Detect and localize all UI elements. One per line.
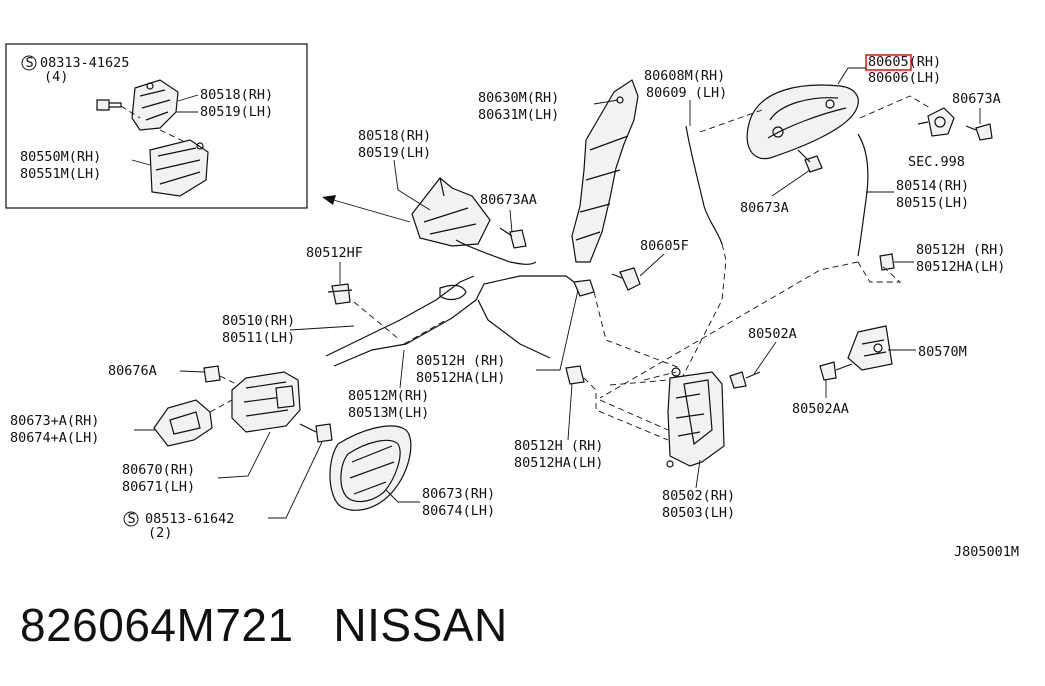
label-80513m: 80513M(LH)	[348, 405, 429, 421]
inset-label-80550m: 80550M(RH)	[20, 149, 101, 165]
screw-80502aa-part	[819, 361, 853, 381]
rod-80608m-part	[685, 125, 723, 245]
inset-pointer-arrow	[322, 195, 411, 223]
label-80510: 80510(RH)	[222, 313, 295, 329]
label-80503: 80503(LH)	[662, 505, 735, 521]
label-80605: 80605(RH)	[868, 54, 941, 70]
inset-screw-part	[96, 99, 122, 111]
screw-80673aa-part	[499, 227, 527, 249]
label-80608m: 80608M(RH)	[644, 68, 725, 84]
label-80502aa: 80502AA	[792, 401, 849, 417]
label-80674pa: 80674+A(LH)	[10, 430, 99, 446]
label-80673a-handle: 80673A	[740, 200, 789, 216]
label-80512ha-center: 80512HA(LH)	[416, 370, 505, 386]
label-80511: 80511(LH)	[222, 330, 295, 346]
rod-80510-part	[325, 275, 475, 357]
label-08513: 08513-61642	[145, 511, 234, 527]
label-80673pa: 80673+A(RH)	[10, 413, 99, 429]
label-80674: 80674(LH)	[422, 503, 495, 519]
inset-bracket-part	[131, 79, 179, 131]
label-80512ha-right: 80512HA(LH)	[916, 259, 1005, 275]
label-80676a: 80676A	[108, 363, 157, 379]
inset-actuator-part	[149, 139, 209, 197]
label-80512h-right: 80512H (RH)	[916, 242, 1005, 258]
rod-80514-part	[857, 133, 869, 257]
label-80519: 80519(LH)	[358, 145, 431, 161]
label-80502: 80502(RH)	[662, 488, 735, 504]
label-80605f: 80605F	[640, 238, 689, 254]
guard-80630m-part	[571, 79, 639, 263]
inset-label-80519: 80519(LH)	[200, 104, 273, 120]
label-80673: 80673(RH)	[422, 486, 495, 502]
label-80671: 80671(LH)	[122, 479, 195, 495]
escutcheon-80673a-part	[153, 399, 213, 447]
screw-symbol-icon	[21, 55, 37, 71]
screw-symbol-icon-2	[123, 511, 139, 527]
label-80515: 80515(LH)	[896, 195, 969, 211]
bracket-80518-part	[411, 177, 537, 265]
inside-handle-part	[231, 371, 301, 433]
clip-80605f-part	[611, 267, 641, 291]
label-08513-qty: (2)	[148, 525, 172, 541]
label-80512hf: 80512HF	[306, 245, 363, 261]
inset-screw-qty: (4)	[44, 69, 68, 85]
label-80570m: 80570M	[918, 344, 967, 360]
clip-80512hf-part	[327, 283, 353, 305]
cable-80512m-part	[333, 275, 575, 367]
inset-screw-code: 08313-41625	[40, 55, 129, 71]
screw-08513-part	[299, 423, 333, 443]
label-80518: 80518(RH)	[358, 128, 431, 144]
striker-80570m-part	[847, 325, 893, 371]
label-sec998: SEC.998	[908, 154, 965, 170]
label-80631m: 80631M(LH)	[478, 107, 559, 123]
diagram-id: J805001M	[954, 544, 1019, 560]
label-80630m: 80630M(RH)	[478, 90, 559, 106]
label-80673aa: 80673AA	[480, 192, 537, 208]
label-80670: 80670(RH)	[122, 462, 195, 478]
screw-80673a-top	[797, 149, 823, 173]
screw-symbol-letter: S	[26, 55, 34, 71]
inset-label-80518: 80518(RH)	[200, 87, 273, 103]
clip-80676a-part	[203, 365, 221, 383]
label-80514: 80514(RH)	[896, 178, 969, 194]
highlight-80605	[865, 54, 912, 71]
key-cylinder-part	[917, 107, 955, 137]
label-80606: 80606(LH)	[868, 70, 941, 86]
label-80512h-center: 80512H (RH)	[416, 353, 505, 369]
part-footer: 826064M721 NISSAN	[20, 598, 508, 652]
clip-80512h-right	[879, 253, 895, 271]
brand-name: NISSAN	[333, 599, 508, 651]
inset-label-80551m: 80551M(LH)	[20, 166, 101, 182]
screw-symbol-letter-2: S	[128, 511, 136, 527]
label-80502a: 80502A	[748, 326, 797, 342]
screw-80673a-cyl	[965, 123, 993, 141]
label-80512m: 80512M(RH)	[348, 388, 429, 404]
screw-80502a-part	[729, 371, 761, 389]
label-80673a-top: 80673A	[952, 91, 1001, 107]
door-latch-part	[666, 367, 725, 468]
label-80609: 80609 (LH)	[646, 85, 727, 101]
inset-box: S 08313-41625 (4) 80518(RH) 80519(LH) 80…	[5, 43, 308, 209]
clip-80512h-bottom	[565, 365, 585, 385]
part-number: 826064M721	[20, 599, 294, 651]
outside-handle-part	[746, 84, 859, 160]
label-80512h-bottom: 80512H (RH)	[514, 438, 603, 454]
footer-gap	[294, 599, 334, 651]
trim-80673-part	[329, 425, 412, 511]
label-80512ha-bottom: 80512HA(LH)	[514, 455, 603, 471]
